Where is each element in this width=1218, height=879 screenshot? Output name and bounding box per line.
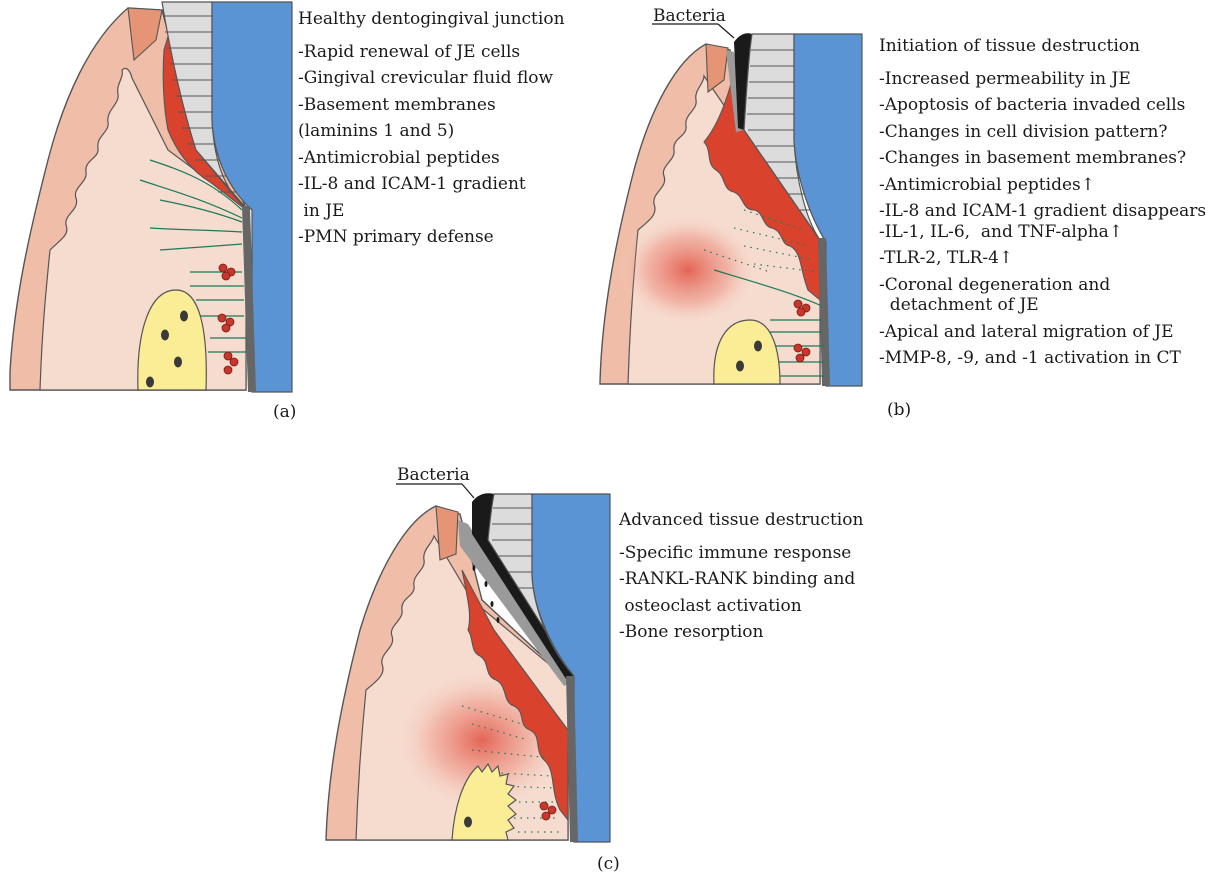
list-item: -Antimicrobial peptides↑ <box>879 172 1206 199</box>
list-item: -RANKL-RANK binding and <box>619 566 863 593</box>
list-item: -Increased permeability in JE <box>879 66 1206 93</box>
list-item: -Changes in basement membranes? <box>879 145 1206 172</box>
list-item: -IL-8 and ICAM-1 gradient <box>298 171 565 198</box>
list-item: -MMP-8, -9, and -1 activation in CT <box>879 345 1206 372</box>
list-item: in JE <box>298 198 565 225</box>
inflammation <box>618 214 758 326</box>
list-item: -Antimicrobial peptides <box>298 145 565 172</box>
bone-cells <box>464 817 472 828</box>
list-item: -Basement membranes <box>298 92 565 119</box>
list-item: -Specific immune response <box>619 540 863 567</box>
list-item: -Rapid renewal of JE cells <box>298 39 565 66</box>
panel-c-text: Advanced tissue destruction -Specific im… <box>619 507 863 646</box>
panel-b-caption: (b) <box>887 400 911 420</box>
list-item: -PMN primary defense <box>298 224 565 251</box>
panel-a-title: Healthy dentogingival junction <box>298 6 565 33</box>
list-item: -Gingival crevicular fluid flow <box>298 65 565 92</box>
list-item: -Apoptosis of bacteria invaded cells <box>879 92 1206 119</box>
panel-a-caption: (a) <box>273 402 296 422</box>
panel-a-text: Healthy dentogingival junction -Rapid re… <box>298 6 565 251</box>
sulcular-epithelium <box>436 506 458 560</box>
panel-b-illustration <box>594 20 874 390</box>
list-item: osteoclast activation <box>619 593 863 620</box>
panel-b-title: Initiation of tissue destruction <box>879 33 1206 60</box>
list-item: -TLR-2, TLR-4↑ <box>879 245 1206 272</box>
list-item: (laminins 1 and 5) <box>298 118 565 145</box>
panel-c-caption: (c) <box>597 854 620 874</box>
panel-c-title: Advanced tissue destruction <box>619 507 863 534</box>
list-item: -Apical and lateral migration of JE <box>879 319 1206 346</box>
panel-c-illustration <box>322 480 614 848</box>
panel-b-text: Initiation of tissue destruction -Increa… <box>879 33 1206 372</box>
list-item: -Changes in cell division pattern? <box>879 119 1206 146</box>
panel-a-illustration <box>0 0 300 400</box>
list-item: -Bone resorption <box>619 619 863 646</box>
